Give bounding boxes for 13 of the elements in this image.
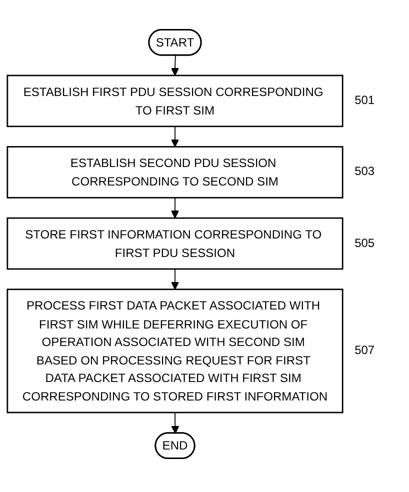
node-box: PROCESS FIRST DATA PACKET ASSOCIATED WITH FIRST SIM WHILE DEFERRING EXECUTION OF OPERATION ASSOCIATED WITH SECOND SIM BASED ON PROCESSING REQUEST FOR FIRST DATA PACKET ASSOCIATED WITH FIRST SIM CORRESPONDING TO STORED FIRST INFORMATION [6,288,344,414]
node-box: ESTABLISH FIRST PDU SESSION CORRESPONDING TO FIRST SIM [6,74,344,128]
arrow [170,55,180,76]
node-box: STORE FIRST INFORMATION CORRESPONDING TO FIRST PDU SESSION [6,217,344,270]
reference-number: 507 [354,342,375,357]
node-box: ESTABLISH SECOND PDU SESSION CORRESPONDING TO SECOND SIM [6,146,344,198]
arrow [170,126,180,148]
arrow [170,268,180,290]
reference-number: 503 [354,164,375,178]
reference-number: 501 [354,92,375,107]
reference-number: 505 [354,236,375,250]
arrow [170,197,180,218]
arrow [171,412,180,434]
